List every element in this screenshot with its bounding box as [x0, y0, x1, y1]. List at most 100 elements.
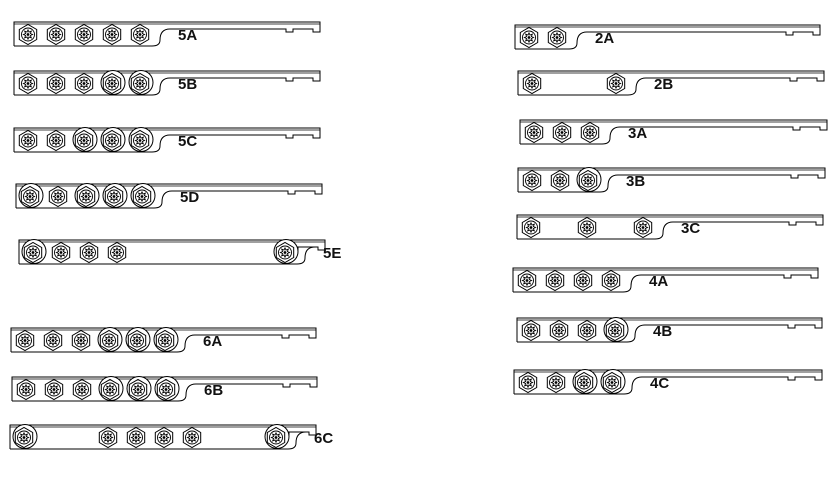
hex-fastener-icon [601, 269, 621, 292]
flange-fastener-icon [130, 183, 156, 208]
hex-fastener-icon [44, 378, 64, 401]
flange-fastener-icon [100, 127, 126, 152]
hex-fastener-icon [48, 185, 68, 208]
hex-fastener-icon [46, 72, 66, 95]
rail-label: 5D [180, 189, 199, 206]
flange-fastener-icon [600, 369, 626, 394]
rail-5e: 5E [18, 239, 341, 265]
rail-profile [9, 424, 317, 450]
hex-fastener-icon [79, 241, 99, 264]
hex-fastener-icon [550, 169, 570, 192]
hex-fastener-icon [552, 121, 572, 144]
hex-fastener-icon [547, 26, 567, 49]
hex-fastener-icon [522, 169, 542, 192]
flange-fastener-icon [74, 183, 100, 208]
flange-fastener-icon [154, 376, 180, 401]
rail-profile [516, 317, 823, 343]
hex-fastener-icon [107, 241, 127, 264]
flange-fastener-icon [264, 424, 290, 449]
rail-6a: 6A [10, 327, 317, 353]
rail-label: 2A [595, 30, 614, 47]
rail-4b: 4B [516, 317, 823, 343]
flange-fastener-icon [572, 369, 598, 394]
hex-fastener-icon [74, 23, 94, 46]
flange-fastener-icon [98, 376, 124, 401]
rail-label: 4B [653, 323, 672, 340]
rail-label: 2B [654, 76, 673, 93]
rail-profile [13, 127, 321, 153]
hex-fastener-icon [130, 23, 150, 46]
rail-profile [13, 70, 321, 96]
hex-fastener-icon [517, 269, 537, 292]
flange-fastener-icon [273, 239, 299, 264]
rail-profile [514, 24, 821, 50]
hex-fastener-icon [51, 241, 71, 264]
hex-fastener-icon [521, 319, 541, 342]
hex-fastener-icon [524, 121, 544, 144]
hex-fastener-icon [102, 23, 122, 46]
rail-profile [517, 167, 826, 193]
hex-fastener-icon [522, 72, 542, 95]
flange-fastener-icon [102, 183, 128, 208]
rail-profile [512, 267, 819, 293]
flange-fastener-icon [97, 327, 123, 352]
hex-fastener-icon [46, 129, 66, 152]
hex-fastener-icon [43, 329, 63, 352]
rail-profile [15, 183, 323, 209]
hex-fastener-icon [74, 72, 94, 95]
flange-fastener-icon [128, 70, 154, 95]
rail-3b: 3B [517, 167, 826, 193]
hex-fastener-icon [606, 72, 626, 95]
flange-fastener-icon [125, 327, 151, 352]
rail-label: 6B [204, 382, 223, 399]
rail-label: 4C [650, 375, 669, 392]
hex-fastener-icon [18, 129, 38, 152]
rail-label: 6C [314, 430, 333, 447]
rail-profile [11, 376, 318, 402]
hex-fastener-icon [549, 319, 569, 342]
rail-4c: 4C [513, 369, 823, 395]
rail-profile [13, 21, 321, 47]
hex-fastener-icon [154, 426, 174, 449]
rail-5c: 5C [13, 127, 321, 153]
rail-2b: 2B [517, 70, 825, 96]
rail-5b: 5B [13, 70, 321, 96]
rail-6b: 6B [11, 376, 318, 402]
hex-fastener-icon [518, 371, 538, 394]
rail-label: 5B [178, 76, 197, 93]
hex-fastener-icon [16, 378, 36, 401]
hex-fastener-icon [71, 329, 91, 352]
rail-2a: 2A [514, 24, 821, 50]
hex-fastener-icon [521, 216, 541, 239]
rail-3c: 3C [516, 214, 824, 240]
hex-fastener-icon [573, 269, 593, 292]
hex-fastener-icon [18, 72, 38, 95]
rail-4a: 4A [512, 267, 819, 293]
rail-label: 5E [323, 245, 341, 262]
flange-fastener-icon [128, 127, 154, 152]
flange-fastener-icon [100, 70, 126, 95]
hex-fastener-icon [580, 121, 600, 144]
hex-fastener-icon [98, 426, 118, 449]
hex-fastener-icon [546, 371, 566, 394]
hex-fastener-icon [72, 378, 92, 401]
flange-fastener-icon [126, 376, 152, 401]
flange-fastener-icon [72, 127, 98, 152]
hex-fastener-icon [15, 329, 35, 352]
flange-fastener-icon [12, 424, 38, 449]
rail-profile [18, 239, 326, 265]
rail-5d: 5D [15, 183, 323, 209]
hex-fastener-icon [577, 216, 597, 239]
hex-fastener-icon [545, 269, 565, 292]
rail-label: 5A [178, 27, 197, 44]
rail-profile [516, 214, 824, 240]
flange-fastener-icon [21, 239, 47, 264]
hex-fastener-icon [182, 426, 202, 449]
rail-label: 6A [203, 333, 222, 350]
hex-fastener-icon [633, 216, 653, 239]
rail-profile [513, 369, 823, 395]
rail-label: 3C [681, 220, 700, 237]
rail-label: 5C [178, 133, 197, 150]
flange-fastener-icon [576, 167, 602, 192]
